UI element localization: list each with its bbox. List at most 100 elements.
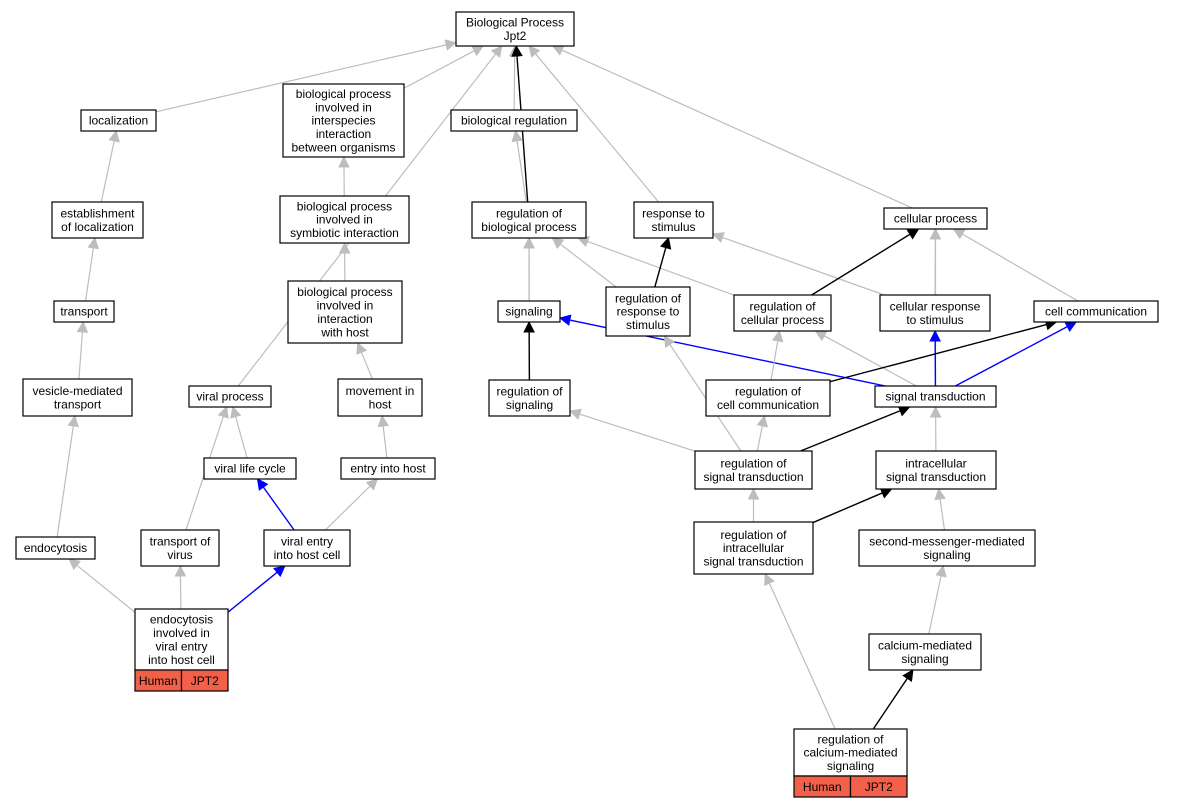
arrowhead [511, 44, 523, 57]
edge-establishment-localization-to-localization [100, 129, 120, 203]
edge-line [756, 425, 763, 452]
node-label: biological regulation [461, 114, 567, 128]
node-biological-regulation[interactable]: biological regulation [450, 109, 578, 132]
node-label: cellular process [894, 212, 977, 226]
species-tag: Human [803, 780, 842, 794]
node-viral-life-cycle[interactable]: viral life cycle [203, 457, 297, 480]
edge-regulation-cell-comm-to-regulation-cellular [770, 329, 784, 381]
edge-localization-to-root [155, 39, 458, 113]
node-viral-process[interactable]: viral process [188, 385, 272, 408]
node-label: regulation of [496, 207, 563, 221]
node-label: involved in [317, 299, 374, 313]
edge-viral-entry-to-viral-life-cycle [256, 478, 295, 531]
node-box [705, 379, 831, 417]
node-label: localization [89, 114, 148, 128]
node-box [203, 457, 297, 480]
node-localization[interactable]: localization [80, 109, 157, 132]
edge-intracellular-st-to-signal-transduction [929, 405, 942, 452]
node-box [733, 294, 832, 332]
node-label: signaling [923, 548, 970, 562]
edge-line [768, 582, 836, 730]
node-box [875, 450, 997, 490]
node-label: involved in [316, 213, 373, 227]
node-box [134, 608, 229, 671]
node-cellular-process[interactable]: cellular process [883, 207, 988, 230]
node-label: stimulus [626, 318, 670, 332]
arrowhead [558, 314, 572, 326]
node-label: regulation of [720, 528, 787, 542]
gene-tag: JPT2 [865, 780, 893, 794]
node-signaling[interactable]: signaling [497, 300, 561, 323]
node-label: signal transduction [703, 470, 803, 484]
arrowhead [568, 408, 582, 420]
node-box [22, 378, 133, 417]
node-label: cell communication [717, 398, 819, 412]
edge-bp-symbiotic-to-bp-interspecies [338, 155, 350, 197]
node-label: vesicle-mediated [32, 384, 122, 398]
arrowhead [76, 320, 89, 333]
node-label: host [369, 397, 392, 411]
node-box [455, 11, 575, 47]
arrowhead [756, 414, 768, 428]
node-label: signaling [506, 398, 553, 412]
edge-line [829, 323, 1047, 383]
edge-signal-transduction-to-regulation-cellular [814, 330, 917, 387]
edge-line [722, 236, 885, 296]
arrowhead [87, 236, 100, 250]
edge-line [669, 343, 742, 452]
node-entry-host[interactable]: entry into host [340, 457, 436, 480]
edge-second-messenger-to-intracellular-st [934, 487, 946, 531]
node-label: transport [60, 305, 108, 319]
node-label: into host cell [148, 653, 215, 667]
node-box [858, 529, 1036, 567]
arrowhead [929, 227, 942, 240]
edge-line [262, 486, 295, 531]
edge-line [513, 55, 516, 111]
node-box [694, 450, 813, 490]
node-label: endocytosis [150, 613, 213, 627]
arrowhead [68, 558, 81, 571]
edge-signal-transduction-to-cellular-response [929, 329, 941, 387]
node-cell-communication[interactable]: cell communication [1033, 300, 1159, 323]
edge-endocytosis-viral-to-endocytosis [68, 558, 136, 613]
node-box [80, 109, 157, 132]
edge-viral-life-cycle-to-viral-process [230, 405, 248, 459]
node-box [450, 109, 578, 132]
node-endocytosis[interactable]: endocytosis [15, 536, 96, 560]
arrowhead [929, 329, 941, 342]
node-label: transport [54, 397, 102, 411]
node-box [279, 195, 410, 244]
node-label: with host [320, 325, 369, 339]
node-transport[interactable]: transport [53, 300, 115, 323]
node-regulation-calcium[interactable]: regulation ofcalcium-mediatedsignalingHu… [793, 728, 908, 798]
node-signal-transduction[interactable]: signal transduction [874, 385, 997, 408]
node-label: regulation of [720, 457, 787, 471]
arrowhead [338, 241, 351, 254]
edge-line [811, 233, 911, 296]
node-label: second-messenger-mediated [869, 535, 1024, 549]
edge-regulation-signaling-to-signaling [523, 320, 535, 381]
